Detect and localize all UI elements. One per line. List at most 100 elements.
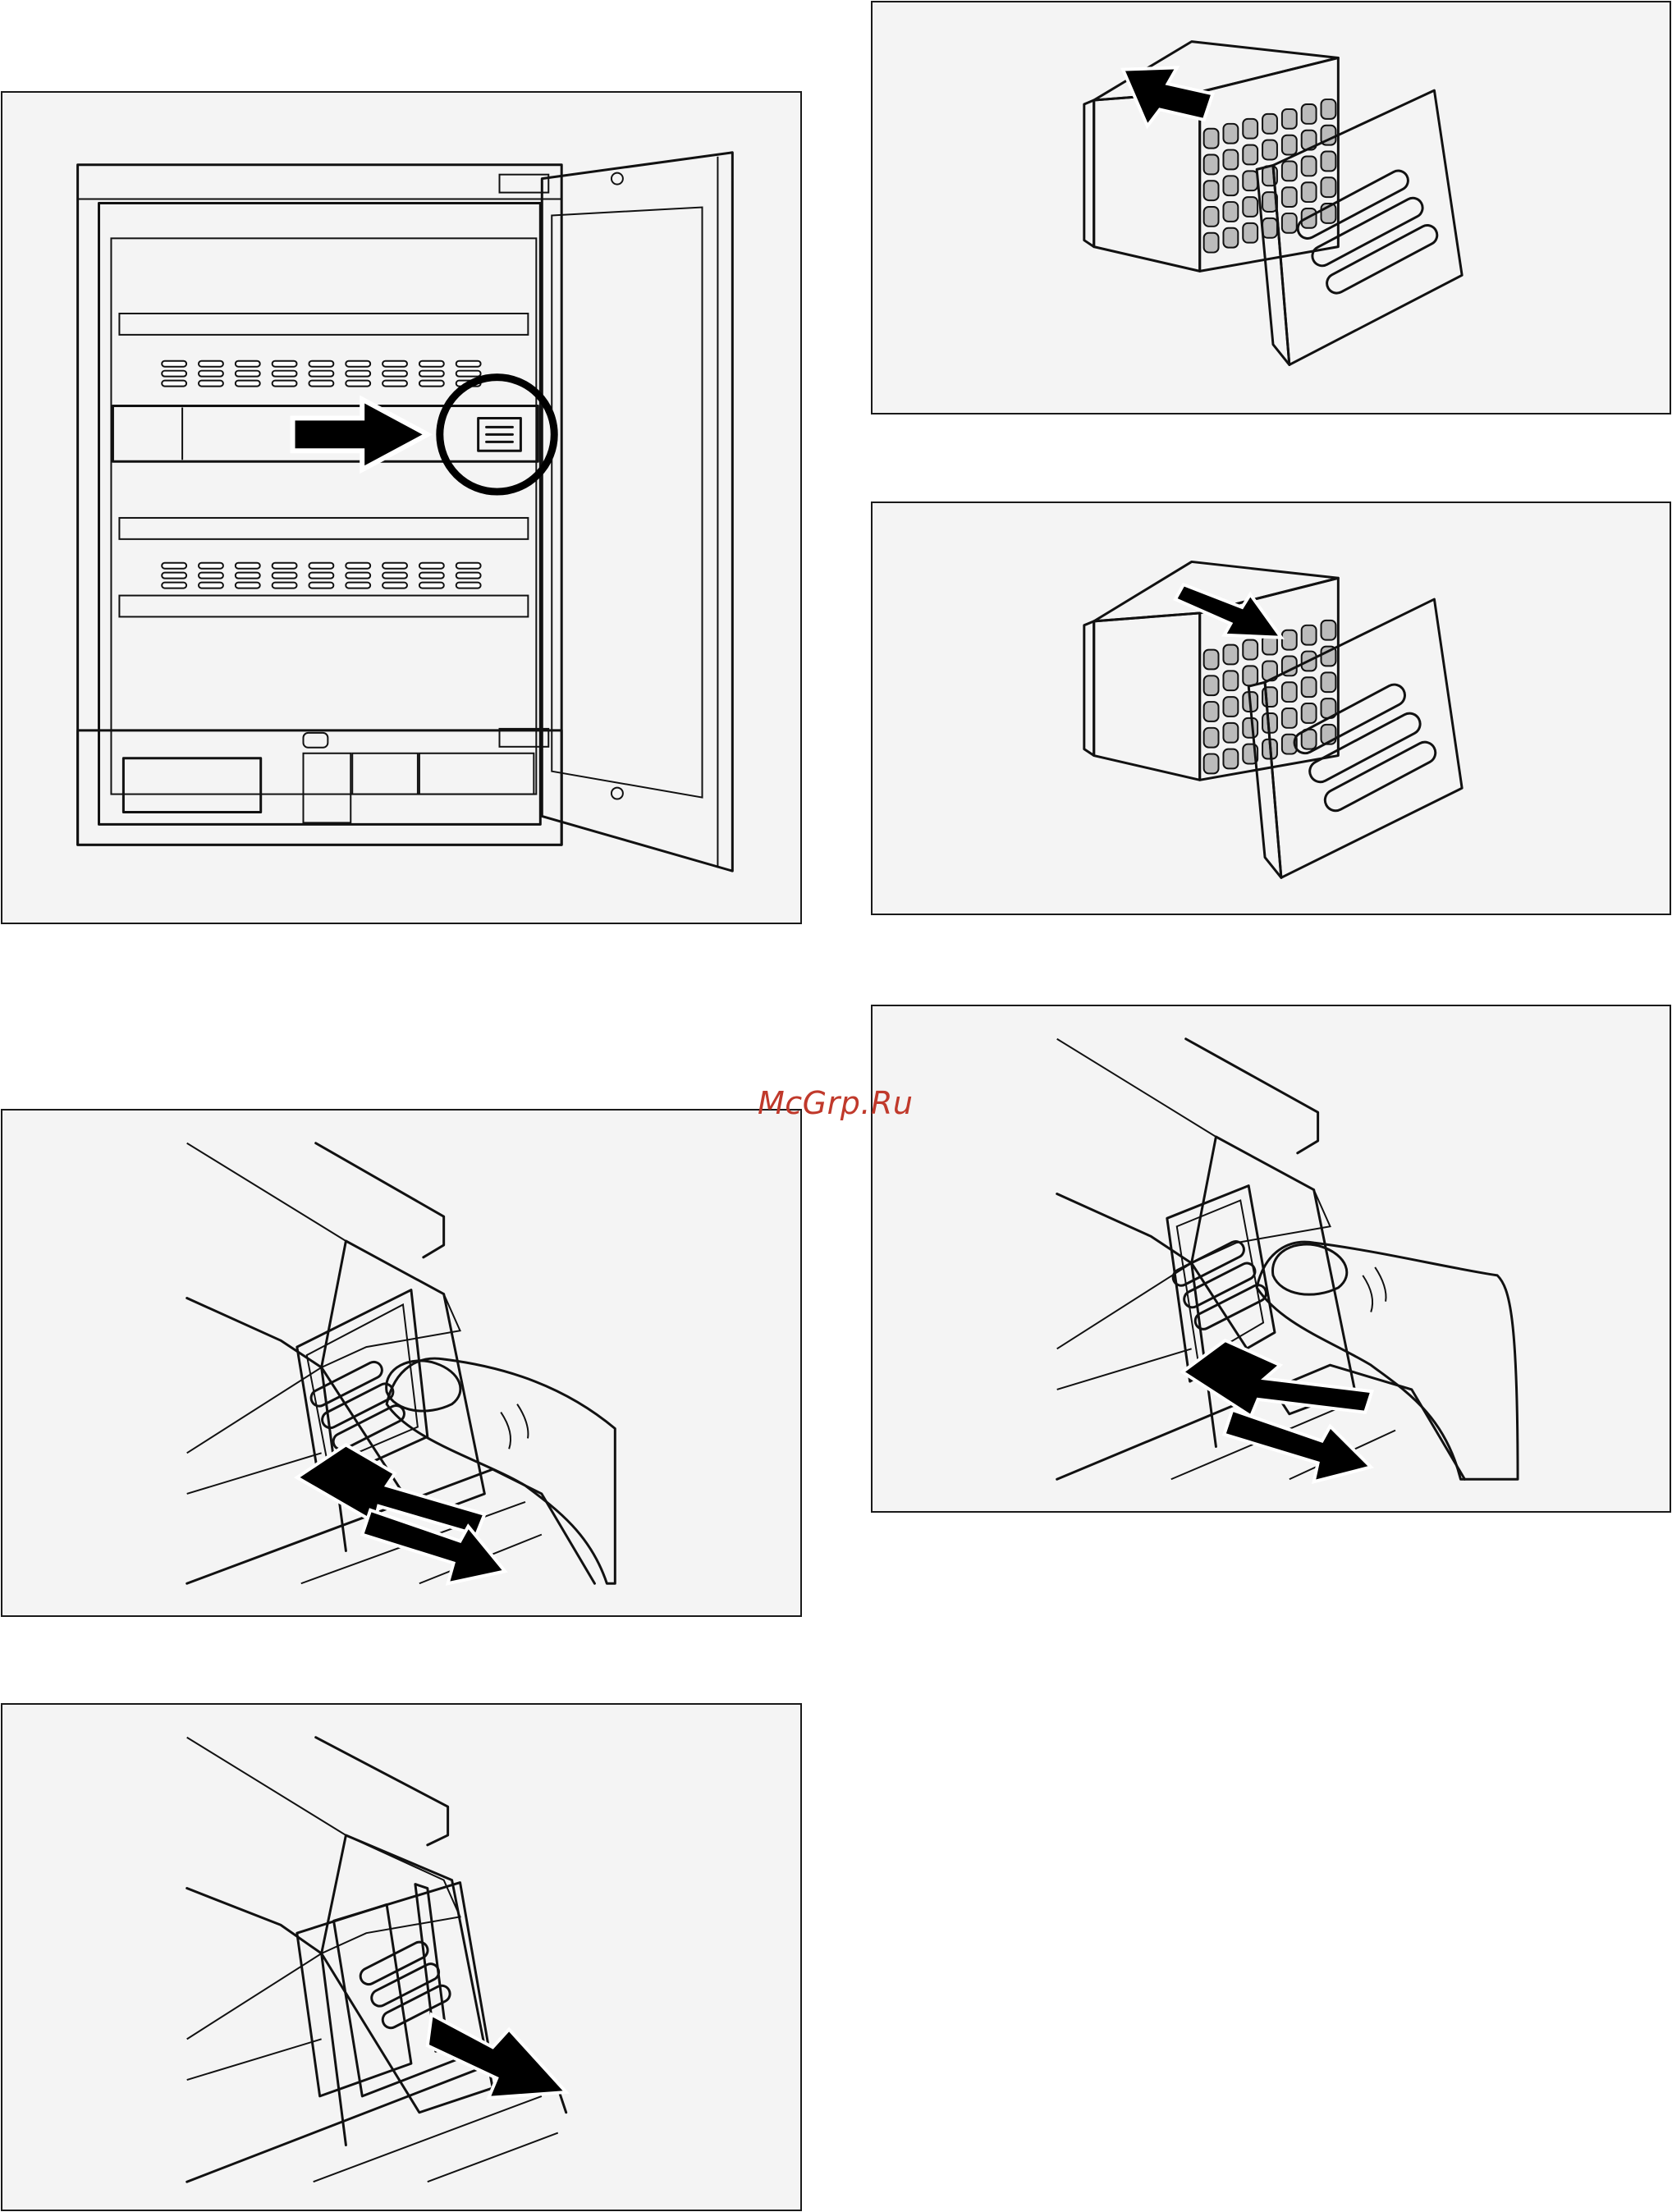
filter-cell xyxy=(1282,630,1297,650)
filter-cover-icon xyxy=(1248,599,1462,877)
filter-cell xyxy=(1302,104,1317,124)
vent-slot xyxy=(456,563,481,569)
filter-cell xyxy=(1204,155,1219,175)
vent-slot xyxy=(273,381,297,387)
vent-slot xyxy=(162,583,186,588)
filter-cell xyxy=(1282,708,1297,728)
watermark-text: McGrp.Ru xyxy=(758,1085,913,1121)
figure-press-cover-left xyxy=(1,1109,802,1617)
filter-cell xyxy=(1302,157,1317,176)
vent-slot xyxy=(456,583,481,588)
vent-slot xyxy=(346,361,370,367)
vent-slot xyxy=(162,361,186,367)
vent-slot xyxy=(309,381,333,387)
figure-press-cover-right xyxy=(871,1005,1671,1513)
upper-vent-slots xyxy=(162,361,480,387)
press-cover-right-illustration xyxy=(873,1006,1670,1511)
filter-cell xyxy=(1204,676,1219,695)
filter-cell xyxy=(1243,640,1257,660)
vent-slot xyxy=(309,371,333,377)
vent-slot xyxy=(236,583,260,588)
vent-slot xyxy=(309,583,333,588)
filter-insert-illustration xyxy=(873,503,1670,914)
filter-cell xyxy=(1223,228,1238,248)
filter-cell xyxy=(1302,625,1317,645)
vent-slot xyxy=(199,381,223,387)
open-door-icon xyxy=(542,153,732,871)
vent-slot xyxy=(199,371,223,377)
vent-slot xyxy=(199,573,223,579)
filter-cell xyxy=(1282,187,1297,207)
filter-cell xyxy=(1204,754,1219,774)
filter-cell xyxy=(1204,207,1219,227)
filter-cell xyxy=(1282,109,1297,129)
vent-slot xyxy=(309,563,333,569)
figure-fridge-overview xyxy=(1,91,802,924)
filter-cell xyxy=(1223,150,1238,170)
arrow-in-icon xyxy=(1175,584,1281,637)
filter-cell xyxy=(1223,645,1238,665)
vent-slot xyxy=(236,573,260,579)
filter-cell xyxy=(1204,728,1219,748)
filter-cell xyxy=(1302,677,1317,697)
filter-cell xyxy=(1223,697,1238,717)
filter-cell xyxy=(1282,682,1297,702)
vent-slot xyxy=(162,573,186,579)
filter-cell xyxy=(1204,702,1219,721)
filter-cell xyxy=(1223,749,1238,769)
fridge-illustration xyxy=(2,93,800,923)
filter-cell xyxy=(1322,672,1336,692)
figure-filter-remove xyxy=(871,1,1671,414)
filter-cell xyxy=(1243,119,1257,139)
cover-pull-out-illustration xyxy=(2,1705,800,2210)
filter-cell xyxy=(1223,202,1238,222)
filter-cell xyxy=(1243,171,1257,190)
filter-cell xyxy=(1322,177,1336,197)
vent-slot xyxy=(419,361,444,367)
filter-cell xyxy=(1262,218,1277,238)
filter-cell xyxy=(1282,213,1297,233)
press-cover-left-illustration xyxy=(2,1111,800,1615)
vent-slot xyxy=(382,381,407,387)
filter-cell xyxy=(1282,135,1297,155)
filter-cell xyxy=(1262,140,1277,160)
vent-slot xyxy=(273,371,297,377)
figure-filter-insert xyxy=(871,501,1671,915)
filter-cell xyxy=(1243,197,1257,217)
double-arrow-icon xyxy=(297,1445,505,1583)
vent-slot xyxy=(346,381,370,387)
filter-cell xyxy=(1243,223,1257,243)
vent-slot xyxy=(273,583,297,588)
filter-cell xyxy=(1322,99,1336,119)
filter-cell xyxy=(1243,718,1257,738)
vent-slot xyxy=(419,563,444,569)
vent-slot xyxy=(236,381,260,387)
vent-slot xyxy=(199,361,223,367)
filter-cell xyxy=(1322,621,1336,640)
vent-slot xyxy=(419,381,444,387)
vent-slot xyxy=(346,371,370,377)
filter-cell xyxy=(1204,181,1219,200)
filter-cell xyxy=(1302,182,1317,202)
filter-cell xyxy=(1223,671,1238,690)
vent-slot xyxy=(419,583,444,588)
vent-slot xyxy=(419,573,444,579)
filter-cartridge-icon xyxy=(1084,42,1339,272)
vent-slot xyxy=(236,371,260,377)
filter-cell xyxy=(1302,703,1317,723)
vent-slot xyxy=(273,361,297,367)
vent-slot xyxy=(382,371,407,377)
vent-slot xyxy=(456,573,481,579)
lower-vent-slots xyxy=(162,563,480,588)
arrow-right-icon xyxy=(293,400,428,470)
vent-slot xyxy=(382,583,407,588)
vent-slot xyxy=(382,361,407,367)
vent-slot xyxy=(199,563,223,569)
vent-slot xyxy=(236,361,260,367)
filter-cell xyxy=(1262,114,1277,134)
vent-slot xyxy=(346,573,370,579)
arrow-out-icon xyxy=(1123,57,1216,130)
vent-slot xyxy=(273,563,297,569)
vent-slot xyxy=(456,371,481,377)
filter-cell xyxy=(1243,666,1257,685)
